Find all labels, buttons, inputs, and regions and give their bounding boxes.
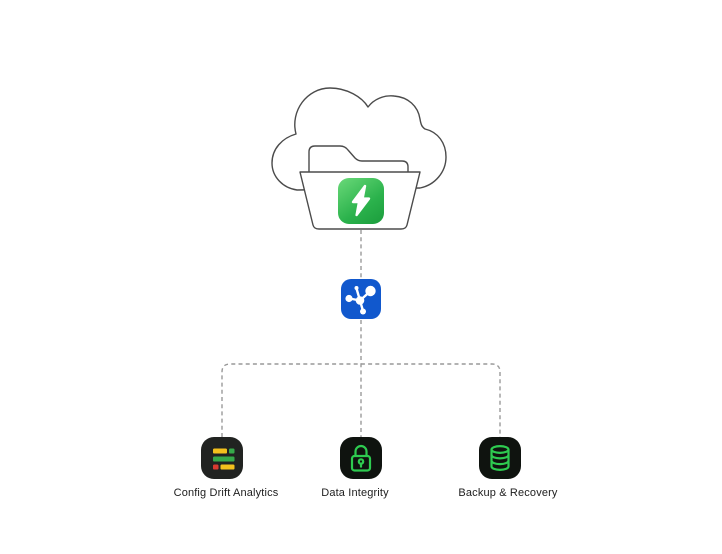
backup-recovery-tile (479, 437, 521, 479)
folder-back (308, 145, 409, 174)
config-drift-analytics-tile (201, 437, 243, 479)
connector-branch (221, 363, 501, 437)
data-integrity-tile (340, 437, 382, 479)
analytics-bars-icon (213, 448, 235, 470)
data-integrity-label: Data Integrity (321, 487, 389, 499)
padlock-icon (350, 444, 372, 472)
lightning-tile (338, 178, 384, 224)
database-icon (490, 445, 510, 471)
config-drift-analytics-label: Config Drift Analytics (173, 487, 279, 499)
network-nodes-icon (345, 285, 376, 315)
lightning-bolt-icon (351, 184, 371, 217)
network-hub-tile (341, 279, 381, 319)
backup-recovery-label: Backup & Recovery (458, 487, 558, 499)
